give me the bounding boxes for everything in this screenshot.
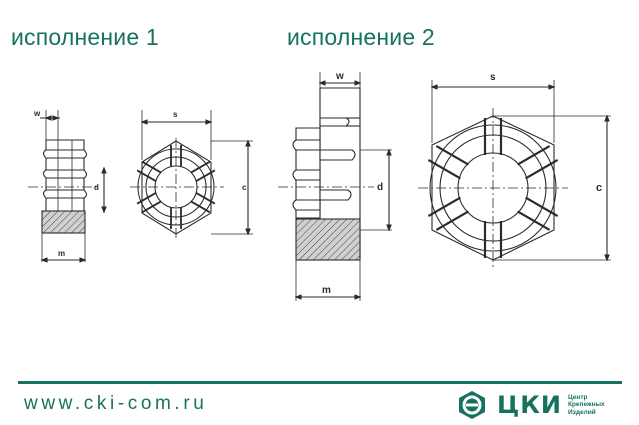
dim-label-s-2: s xyxy=(490,72,496,83)
variant-1-side-view xyxy=(28,110,107,263)
dim-label-c-2: c xyxy=(596,182,602,194)
variant-2-side-view xyxy=(278,72,392,301)
slot-line xyxy=(141,200,162,214)
slot-line xyxy=(195,191,216,205)
slot-line xyxy=(136,169,157,183)
dim-label-m-2: m xyxy=(322,285,331,296)
footer-divider xyxy=(18,381,622,384)
dim-label-m-1: m xyxy=(58,249,65,258)
slot-line xyxy=(517,210,551,231)
dim-label-d-2: d xyxy=(377,182,383,193)
slot-line xyxy=(190,200,211,214)
dim-label-d-1: d xyxy=(94,183,99,192)
variant-1-title: исполнение 1 xyxy=(11,24,159,50)
slot-line xyxy=(435,210,469,231)
slot-line xyxy=(136,191,157,205)
variant-2-title: исполнение 2 xyxy=(287,24,435,50)
variant-2-top-view xyxy=(418,80,611,270)
dim-label-c-1: c xyxy=(242,183,247,192)
logo-subtitle: Центр Крепежных Изделий xyxy=(567,393,605,416)
slot-line xyxy=(525,158,559,180)
dim-label-w-1: w xyxy=(33,109,41,118)
website-link[interactable]: www.cki-com.ru xyxy=(24,393,208,414)
slot-line xyxy=(525,196,559,218)
slot-line xyxy=(427,196,461,218)
dim-label-w-2: w xyxy=(335,71,344,82)
variant-1-top-view xyxy=(130,110,253,238)
slot-line xyxy=(190,160,211,174)
dim-label-s-1: s xyxy=(173,110,178,119)
slot-line xyxy=(195,169,216,183)
slot-line xyxy=(517,145,551,166)
slot-line xyxy=(435,145,469,166)
company-logo: ЦКИ Центр Крепежных Изделий xyxy=(458,389,605,421)
slot-line xyxy=(427,158,461,180)
logo-hexagon-icon xyxy=(459,391,485,419)
slot-line xyxy=(141,160,162,174)
logo-text: ЦКИ xyxy=(497,391,562,419)
